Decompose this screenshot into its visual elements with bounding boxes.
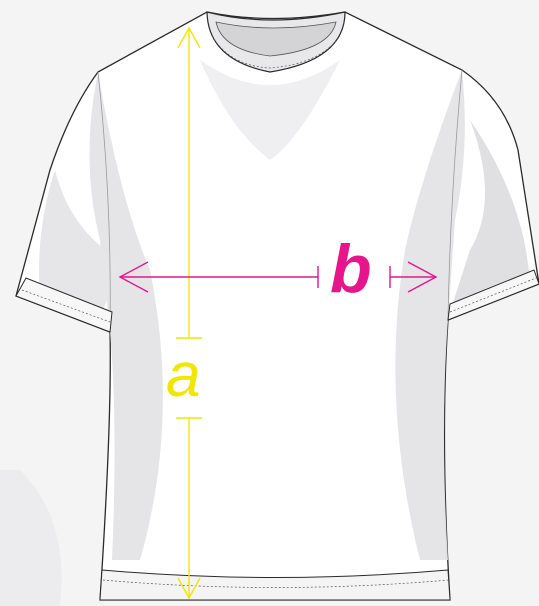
measure-b-label: b (330, 235, 372, 303)
background-shape (0, 470, 62, 606)
measure-a-label: a (166, 345, 200, 407)
